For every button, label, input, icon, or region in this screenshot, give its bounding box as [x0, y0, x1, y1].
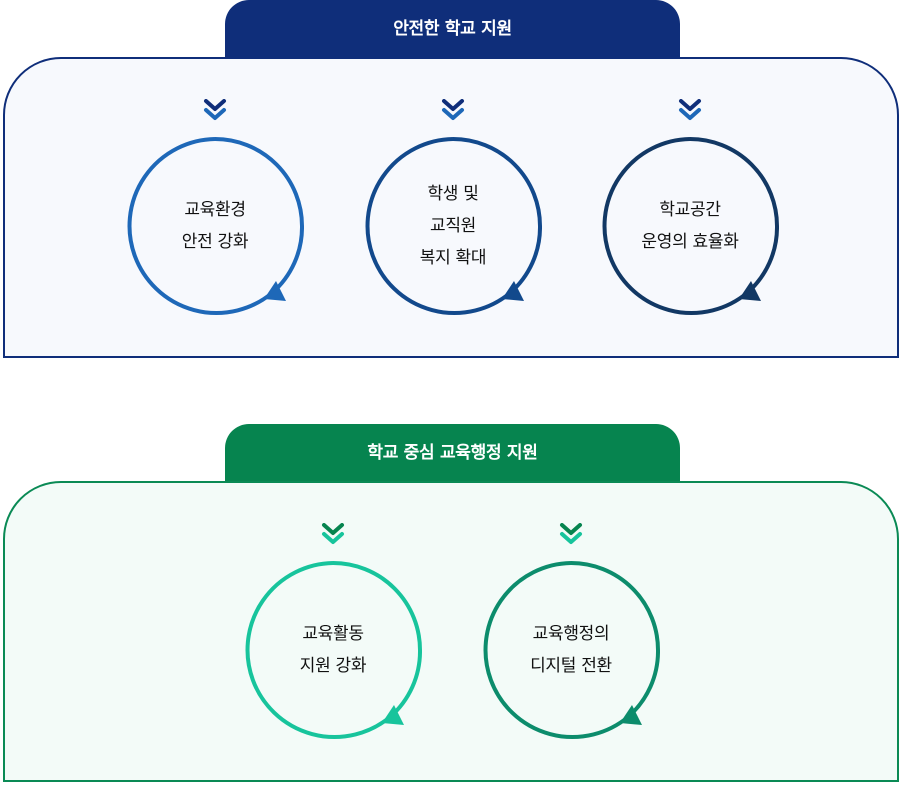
item-label: 교육활동 지원 강화 [244, 561, 422, 739]
item-space-efficiency: 학교공간 운영의 효율화 [601, 99, 779, 329]
arrow-head-icon [264, 281, 286, 301]
arrow-head-icon [620, 705, 642, 725]
section-title-tab: 안전한 학교 지원 [225, 0, 680, 58]
circular-arrow-ring [127, 137, 304, 315]
item-welfare-expansion: 학생 및 교직원 복지 확대 [364, 99, 542, 329]
section-school-admin: 학교 중심 교육행정 지원 교육활동 지원 강화 교육행정의 디지털 전환 [0, 424, 909, 786]
arrow-head-icon [739, 281, 761, 301]
item-label: 학교공간 운영의 효율화 [601, 137, 779, 315]
circular-arrow-ring [483, 561, 660, 739]
circular-arrow-ring [245, 561, 422, 739]
section-title-tab: 학교 중심 교육행정 지원 [225, 424, 680, 482]
item-label-line: 교직원 [429, 216, 477, 236]
section-panel [3, 481, 899, 782]
item-label-line: 교육활동 [302, 624, 364, 644]
circular-arrow-ring [365, 137, 542, 315]
double-chevron-down-icon [322, 523, 344, 544]
item-education-activity: 교육활동 지원 강화 [244, 523, 422, 753]
item-label-line: 지원 강화 [299, 656, 367, 676]
double-chevron-down-icon [560, 523, 582, 544]
item-label-line: 운영의 효율화 [641, 232, 739, 252]
section-safe-school: 안전한 학교 지원 교육환경 안전 강화 학생 및 교직원 복 [0, 0, 909, 362]
item-label: 학생 및 교직원 복지 확대 [364, 137, 542, 315]
double-chevron-down-icon [204, 99, 226, 120]
item-label-line: 교육행정의 [532, 624, 610, 644]
item-label-line: 학생 및 [427, 184, 479, 204]
double-chevron-down-icon [679, 99, 701, 120]
item-label-line: 교육환경 [184, 200, 246, 220]
item-label-line: 디지털 전환 [530, 656, 612, 676]
item-label-line: 학교공간 [659, 200, 721, 220]
item-education-environment: 교육환경 안전 강화 [126, 99, 304, 329]
arrow-head-icon [502, 281, 524, 301]
circular-arrow-ring [602, 137, 779, 315]
double-chevron-down-icon [442, 99, 464, 120]
item-label: 교육환경 안전 강화 [126, 137, 304, 315]
item-label-line: 복지 확대 [419, 248, 487, 268]
item-digital-transformation: 교육행정의 디지털 전환 [482, 523, 660, 753]
item-label: 교육행정의 디지털 전환 [482, 561, 660, 739]
arrow-head-icon [382, 705, 404, 725]
item-label-line: 안전 강화 [181, 232, 249, 252]
